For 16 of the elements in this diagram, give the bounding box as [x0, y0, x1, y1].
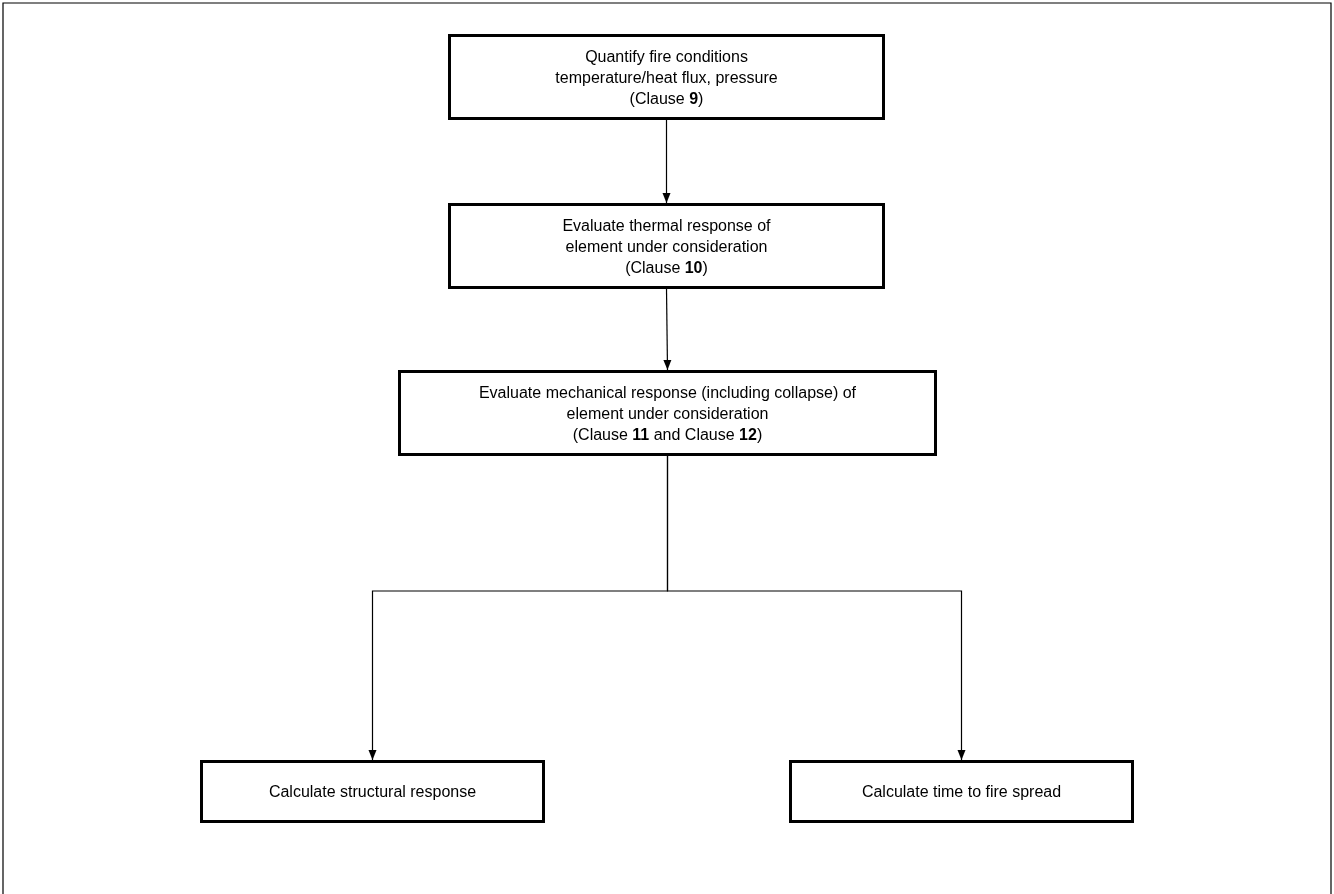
- arrow: [666, 455, 966, 761]
- box-text: temperature/heat flux, pressure: [555, 67, 778, 88]
- box-text: (Clause 11 and Clause 12): [572, 424, 763, 445]
- process-box: [398, 370, 937, 456]
- box-text: (Clause 9): [629, 88, 704, 109]
- arrow: [663, 288, 672, 371]
- process-box: [200, 760, 545, 823]
- box-text: Quantify fire conditions: [585, 46, 748, 67]
- process-box: [789, 760, 1134, 823]
- box-text: Evaluate thermal response of element under consideration: [561, 215, 772, 257]
- box-text: (Clause 10): [625, 257, 708, 278]
- box-text: Calculate time to fire spread: [861, 782, 1062, 802]
- process-box: [448, 34, 885, 120]
- arrow: [662, 119, 671, 204]
- process-box: [448, 203, 885, 289]
- box-text: Calculate structural response: [268, 782, 477, 802]
